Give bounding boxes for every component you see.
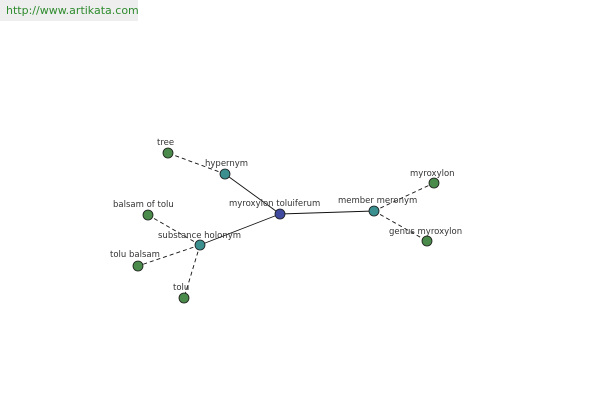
leaf-node-label-myroxylon: myroxylon — [410, 169, 455, 179]
edge-substance-holonym-to-tolu — [183, 244, 201, 299]
center-node-myroxylon-toluiferum[interactable] — [274, 208, 286, 220]
relation-node-hypernym[interactable] — [219, 168, 231, 180]
leaf-node-label-tolu-balsam: tolu balsam — [110, 250, 160, 260]
leaf-node-label-tolu: tolu — [173, 283, 189, 293]
graph-nodes — [132, 147, 440, 304]
leaf-node-genus-myroxylon[interactable] — [421, 235, 433, 247]
relation-node-label-hypernym: hypernym — [205, 159, 248, 169]
edge-center-to-hypernym — [224, 173, 281, 215]
edge-hypernym-to-tree — [167, 152, 226, 175]
leaf-node-label-balsam-of-tolu: balsam of tolu — [113, 200, 174, 210]
graph-edges — [137, 152, 435, 299]
relation-node-member-meronym[interactable] — [368, 205, 380, 217]
edge-substance-holonym-to-tolu-balsam — [137, 244, 201, 267]
relation-node-label-substance-holonym: substance holonym — [158, 231, 241, 241]
leaf-node-label-tree: tree — [157, 138, 174, 148]
site-url-link[interactable]: http://www.artikata.com — [6, 4, 139, 17]
leaf-node-myroxylon[interactable] — [428, 177, 440, 189]
leaf-node-tolu-balsam[interactable] — [132, 260, 144, 272]
edge-center-to-substance-holonym — [199, 213, 281, 246]
relation-node-substance-holonym[interactable] — [194, 239, 206, 251]
relation-node-label-member-meronym: member meronym — [338, 196, 417, 206]
url-banner: http://www.artikata.com — [0, 0, 139, 21]
edge-substance-holonym-to-balsam-of-tolu — [147, 214, 201, 246]
center-node-label: myroxylon toluiferum — [229, 199, 320, 209]
leaf-node-label-genus-myroxylon: genus myroxylon — [389, 227, 462, 237]
edge-center-to-member-meronym — [279, 210, 375, 215]
edge-member-meronym-to-genus-myroxylon — [373, 210, 428, 242]
leaf-node-tree[interactable] — [162, 147, 174, 159]
graph-labels: myroxylon toluiferum hypernym tree substanc… — [110, 138, 462, 293]
leaf-node-balsam-of-tolu[interactable] — [142, 209, 154, 221]
leaf-node-tolu[interactable] — [178, 292, 190, 304]
